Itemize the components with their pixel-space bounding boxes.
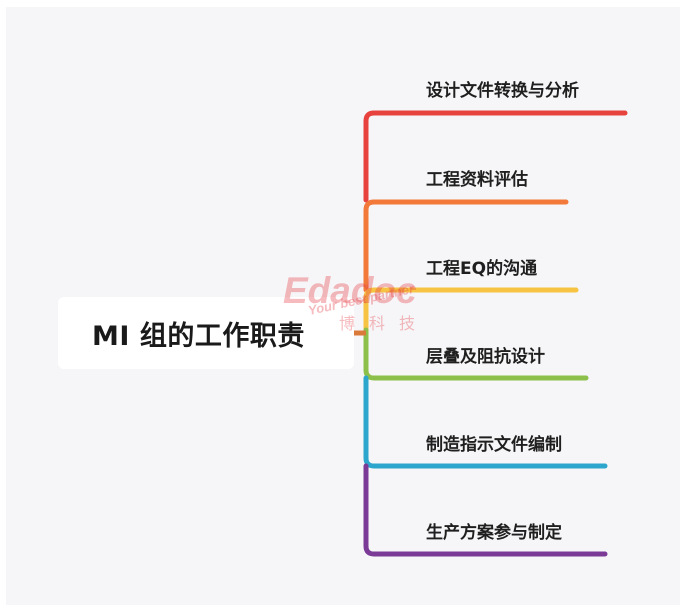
connector-stem-1 bbox=[363, 110, 628, 203]
branch-engineering-eq[interactable]: 工程EQ的沟通 bbox=[426, 259, 538, 279]
connector-stem-2 bbox=[363, 199, 569, 293]
connector-stem-5 bbox=[363, 375, 608, 469]
branch-production-plan[interactable]: 生产方案参与制定 bbox=[426, 523, 562, 543]
root-title: MI 组的工作职责 bbox=[92, 320, 305, 352]
branch-design-file-conversion[interactable]: 设计文件转换与分析 bbox=[426, 81, 579, 101]
connector-stem-4 bbox=[363, 327, 589, 381]
branch-engineering-evaluation[interactable]: 工程资料评估 bbox=[426, 170, 528, 190]
root-node[interactable]: MI 组的工作职责 bbox=[58, 297, 354, 369]
branch-stackup-impedance[interactable]: 层叠及阻抗设计 bbox=[426, 347, 545, 367]
connector-stem-3 bbox=[363, 287, 579, 333]
branch-manufacturing-instructions[interactable]: 制造指示文件编制 bbox=[426, 435, 562, 455]
connector-stem-6 bbox=[363, 463, 608, 557]
